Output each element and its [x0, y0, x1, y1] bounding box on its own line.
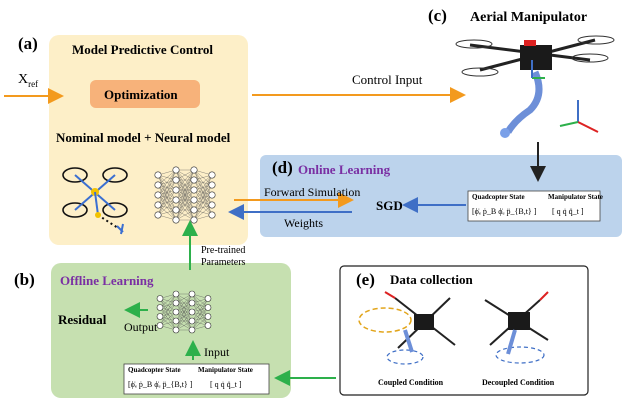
parameters-label: Parameters — [201, 257, 246, 268]
online-manip-formula: [ q q̇ q̈_t ] — [552, 207, 584, 216]
offline-quad-formula: [ϕ̇ₑ ṗ_B ϕ̇ₑ p̈_{B,t} ] — [128, 380, 193, 389]
aerial-manipulator-title: Aerial Manipulator — [470, 10, 588, 25]
offline-quad-state-label: Quadcopter State — [128, 366, 181, 374]
data-collection-panel — [339, 265, 589, 396]
optimization-label: Optimization — [104, 87, 178, 102]
weights-label: Weights — [284, 216, 324, 230]
offline-manip-state-label: Manipulator State — [198, 366, 253, 374]
aerial-manipulator-image — [455, 35, 615, 138]
online-quad-formula: [ϕ̇ₑ ṗ_B ϕ̇ₑ p̈_{B,t} ] — [472, 207, 537, 216]
mpc-title: Model Predictive Control — [72, 42, 214, 57]
panel-a-label: (a) — [18, 34, 38, 53]
offline-manip-formula: [ q q̇ q̈_t ] — [210, 380, 242, 389]
panel-b-label: (b) — [14, 270, 35, 289]
quadrotor-sketch — [62, 167, 128, 235]
coupled-condition-label: Coupled Condition — [378, 378, 444, 387]
control-input-label: Control Input — [352, 72, 423, 87]
sgd-label: SGD — [376, 198, 403, 213]
online-manip-state-label: Manipulator State — [548, 193, 603, 201]
forward-sim-label: Forward Simulation — [264, 185, 361, 199]
input-label: Input — [204, 345, 230, 359]
panel-d-label: (d) — [272, 158, 293, 177]
coupled-condition-drone — [358, 291, 456, 365]
pretrained-label: Pre-trained — [201, 245, 246, 256]
offline-learning-title: Offline Learning — [60, 273, 154, 288]
offline-neural-net — [156, 290, 212, 334]
residual-label: Residual — [58, 312, 107, 327]
panel-c-label: (c) — [428, 6, 447, 25]
offline-state-box — [123, 363, 270, 395]
decoupled-condition-drone — [484, 291, 549, 364]
decoupled-condition-label: Decoupled Condition — [482, 378, 555, 387]
panel-e-label: (e) — [356, 270, 375, 289]
xref-label: Xref — [18, 72, 39, 89]
data-collection-title: Data collection — [390, 272, 473, 287]
online-quad-state-label: Quadcopter State — [472, 193, 525, 201]
optimization-box — [90, 80, 200, 108]
model-label: Nominal model + Neural model — [56, 130, 231, 145]
online-learning-title: Online Learning — [298, 162, 391, 177]
online-state-box — [467, 190, 601, 222]
mpc-neural-net — [154, 166, 216, 224]
output-label: Output — [124, 320, 158, 334]
